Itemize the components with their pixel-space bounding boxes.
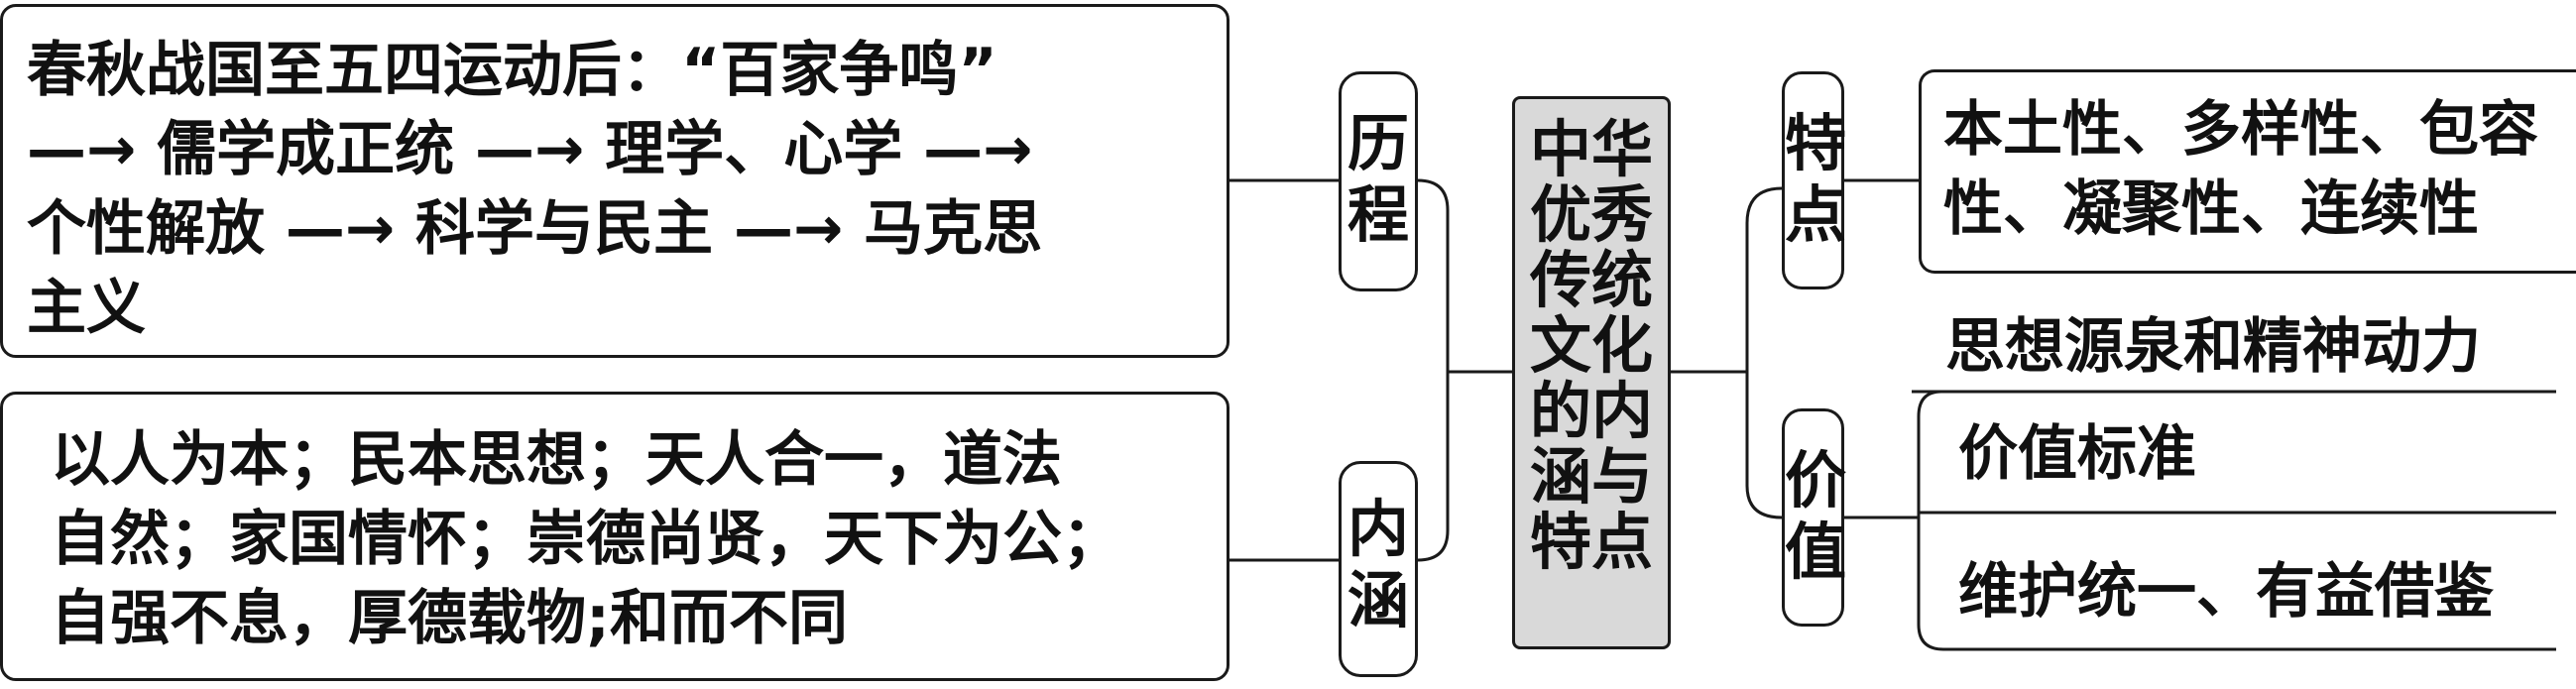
history-line-4: 主义	[27, 274, 146, 343]
connotation-line-2: 自然；家国情怀；崇德尚贤，天下为公；	[51, 505, 1121, 574]
history-box: 春秋战国至五四运动后：“百家争鸣” —→ 儒学成正统 —→ 理学、心学 —→ 个…	[0, 4, 1229, 358]
history-line-3: 个性解放 —→ 科学与民主 —→ 马克思	[27, 194, 1043, 264]
center-title-line-3: 传统	[1529, 244, 1653, 316]
value-label-char-2: 值	[1785, 516, 1847, 588]
connotation-line-1: 以人为本；民本思想；天人合一，道法	[51, 425, 1062, 495]
features-box: 本土性、多样性、包容 性、凝聚性、连续性	[1919, 69, 2576, 274]
history-line-2: —→ 儒学成正统 —→ 理学、心学 —→	[27, 115, 1033, 184]
features-line-2: 性、凝聚性、连续性	[1943, 174, 2479, 244]
value-label-char-1: 价	[1785, 444, 1847, 517]
features-line-1: 本土性、多样性、包容	[1943, 95, 2538, 165]
value-item-1: 思想源泉和精神动力	[1945, 312, 2481, 382]
features-label-char-1: 特	[1785, 107, 1847, 179]
center-title-line-4: 文化	[1529, 309, 1653, 382]
center-title-line-5: 的内	[1529, 375, 1653, 447]
history-label-char-1: 历	[1347, 107, 1409, 179]
center-title-line-7: 特点	[1529, 506, 1653, 578]
center-title-line-1: 中华	[1529, 113, 1653, 185]
value-item-3: 维护统一、有益借鉴	[1958, 557, 2494, 627]
value-label: 价 值	[1782, 408, 1847, 627]
connotation-box: 以人为本；民本思想；天人合一，道法 自然；家国情怀；崇德尚贤，天下为公； 自强不…	[0, 392, 1229, 681]
history-line-1: 春秋战国至五四运动后：“百家争鸣”	[27, 36, 997, 105]
connotation-label-char-2: 涵	[1347, 564, 1409, 636]
value-item-2: 价值标准	[1958, 419, 2196, 489]
features-label: 特 点	[1782, 71, 1847, 289]
center-title-line-2: 优秀	[1529, 178, 1653, 251]
connotation-line-3: 自强不息，厚德载物;和而不同	[51, 584, 848, 653]
history-label-char-2: 程	[1347, 178, 1409, 251]
history-label: 历 程	[1339, 71, 1418, 291]
connotation-label: 内 涵	[1339, 461, 1418, 677]
center-title-box: 中华 优秀 传统 文化 的内 涵与 特点	[1512, 96, 1671, 649]
features-label-char-2: 点	[1785, 178, 1847, 251]
connotation-label-char-1: 内	[1347, 493, 1409, 565]
center-title-line-6: 涵与	[1529, 440, 1653, 513]
